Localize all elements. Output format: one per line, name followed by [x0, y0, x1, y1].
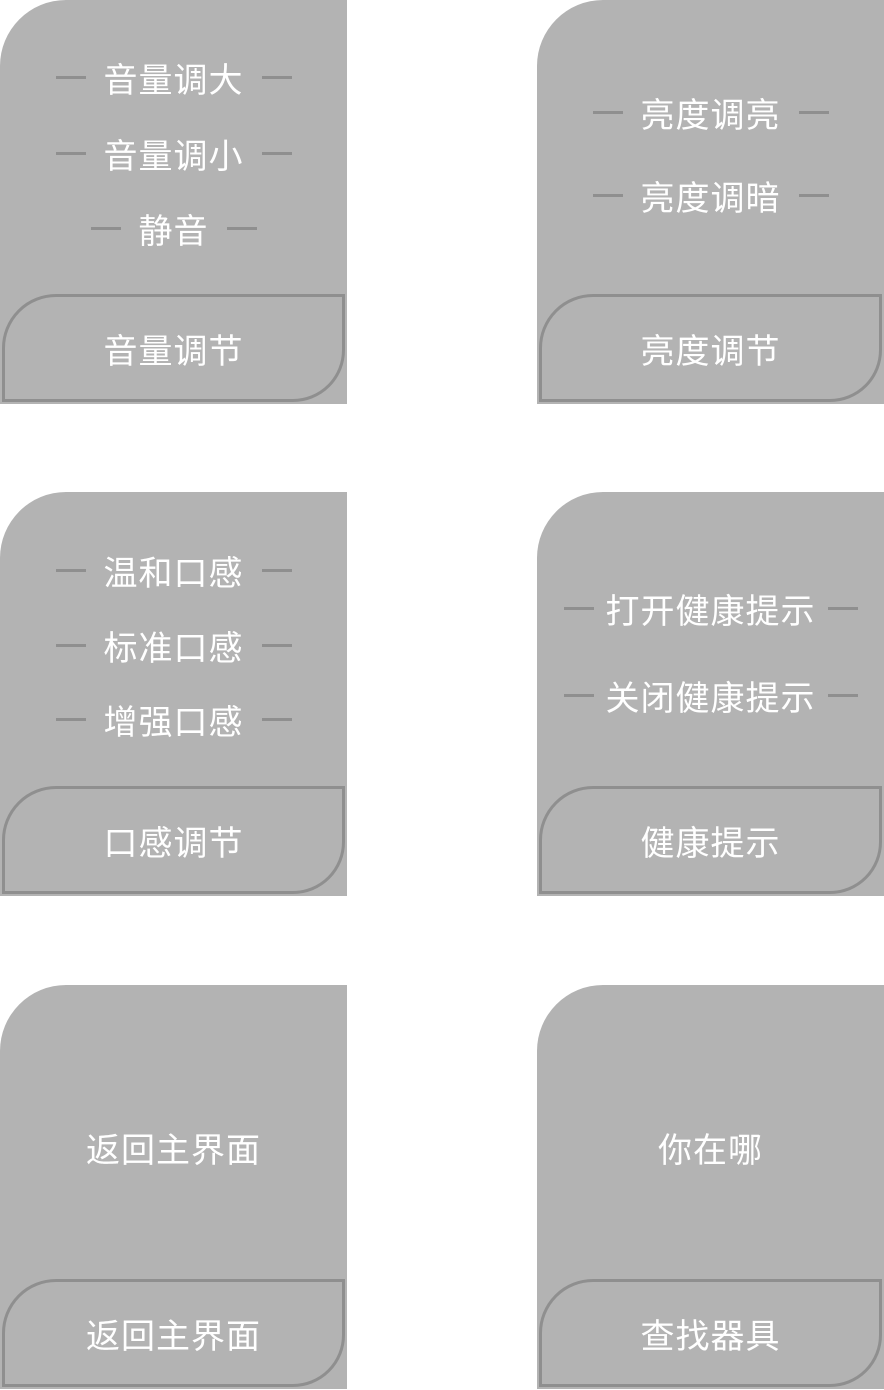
- dash-left: [55, 568, 86, 572]
- brightness-down-option[interactable]: 亮度调暗: [537, 173, 884, 219]
- dash-left: [55, 643, 86, 647]
- volume-adjust-button[interactable]: 音量调节: [2, 294, 345, 402]
- option-label: 亮度调暗: [640, 178, 781, 219]
- where-are-you-label[interactable]: 你在哪: [658, 1131, 763, 1171]
- taste-card: 温和口感 标准口感 增强口感 口感调节: [0, 492, 347, 896]
- dash-left: [55, 151, 86, 155]
- dash-right: [226, 226, 257, 230]
- dash-left: [563, 693, 594, 697]
- strong-taste-option[interactable]: 增强口感: [0, 697, 347, 743]
- dash-left: [592, 110, 623, 114]
- brightness-options: 亮度调亮 亮度调暗: [537, 0, 884, 296]
- dash-right: [798, 110, 829, 114]
- brightness-card: 亮度调亮 亮度调暗 亮度调节: [537, 0, 884, 404]
- dash-right: [261, 717, 292, 721]
- dash-right: [261, 643, 292, 647]
- option-label: 增强口感: [103, 702, 244, 743]
- health-tips-options: 打开健康提示 关闭健康提示: [537, 492, 884, 788]
- brightness-up-option[interactable]: 亮度调亮: [537, 90, 884, 136]
- find-device-button[interactable]: 查找器具: [539, 1279, 882, 1387]
- health-tips-card: 打开健康提示 关闭健康提示 健康提示: [537, 492, 884, 896]
- dash-left: [55, 717, 86, 721]
- return-home-button[interactable]: 返回主界面: [2, 1279, 345, 1387]
- option-label: 打开健康提示: [605, 591, 816, 632]
- home-center-label[interactable]: 返回主界面: [86, 1131, 261, 1171]
- taste-adjust-button[interactable]: 口感调节: [2, 786, 345, 894]
- dash-left: [90, 226, 121, 230]
- taste-options: 温和口感 标准口感 增强口感: [0, 492, 347, 788]
- volume-card: 音量调大 音量调小 静音 音量调节: [0, 0, 347, 404]
- dash-left: [55, 75, 86, 79]
- option-label: 音量调小: [103, 136, 244, 177]
- dash-right: [798, 193, 829, 197]
- option-label: 亮度调亮: [640, 95, 781, 136]
- dash-right: [261, 151, 292, 155]
- option-label: 静音: [138, 211, 209, 252]
- dash-left: [563, 606, 594, 610]
- health-tips-button[interactable]: 健康提示: [539, 786, 882, 894]
- health-tips-off-option[interactable]: 关闭健康提示: [537, 673, 884, 719]
- volume-options: 音量调大 音量调小 静音: [0, 0, 347, 296]
- brightness-adjust-button[interactable]: 亮度调节: [539, 294, 882, 402]
- dash-right: [261, 75, 292, 79]
- dash-right: [827, 693, 858, 697]
- health-tips-on-option[interactable]: 打开健康提示: [537, 586, 884, 632]
- option-label: 关闭健康提示: [605, 678, 816, 719]
- dash-right: [261, 568, 292, 572]
- mild-taste-option[interactable]: 温和口感: [0, 548, 347, 594]
- dash-left: [592, 193, 623, 197]
- option-label: 温和口感: [103, 553, 244, 594]
- standard-taste-option[interactable]: 标准口感: [0, 623, 347, 669]
- home-card: 返回主界面 返回主界面: [0, 985, 347, 1389]
- dash-right: [827, 606, 858, 610]
- volume-down-option[interactable]: 音量调小: [0, 131, 347, 177]
- option-label: 音量调大: [103, 60, 244, 101]
- volume-up-option[interactable]: 音量调大: [0, 55, 347, 101]
- mute-option[interactable]: 静音: [0, 206, 347, 252]
- find-device-card: 你在哪 查找器具: [537, 985, 884, 1389]
- option-label: 标准口感: [103, 628, 244, 669]
